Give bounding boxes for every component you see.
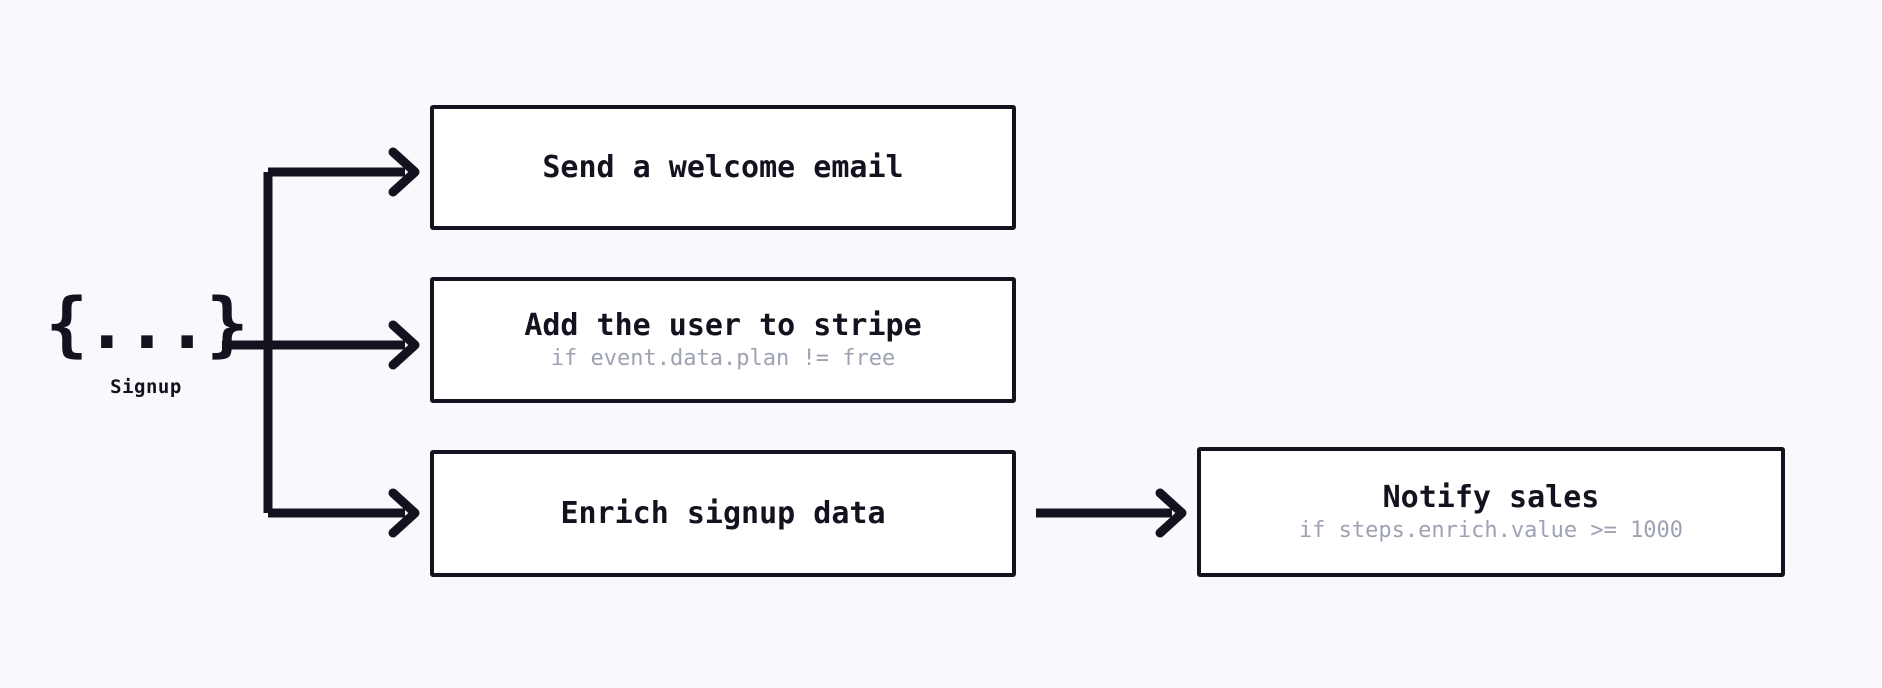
step-condition: if event.data.plan != free [550,346,896,371]
step-node-enrich[interactable]: Enrich signup data [430,450,1016,577]
trigger-node[interactable]: {...} Signup [46,289,249,399]
step-node-stripe[interactable]: Add the user to stripe if event.data.pla… [430,277,1016,403]
arrowhead-stripe [388,320,420,370]
step-node-welcome[interactable]: Send a welcome email [430,105,1016,230]
step-title: Send a welcome email [542,149,904,185]
step-title: Notify sales [1382,479,1600,515]
arrowhead-welcome [388,147,420,197]
json-braces-icon: {...} [45,283,249,365]
step-title: Add the user to stripe [524,307,922,343]
arrowhead-notify [1155,488,1187,538]
trigger-label: Signup [110,376,182,399]
step-title: Enrich signup data [560,495,886,531]
step-node-notify[interactable]: Notify sales if steps.enrich.value >= 10… [1197,447,1785,577]
step-condition: if steps.enrich.value >= 1000 [1298,518,1684,543]
arrowhead-enrich [388,488,420,538]
